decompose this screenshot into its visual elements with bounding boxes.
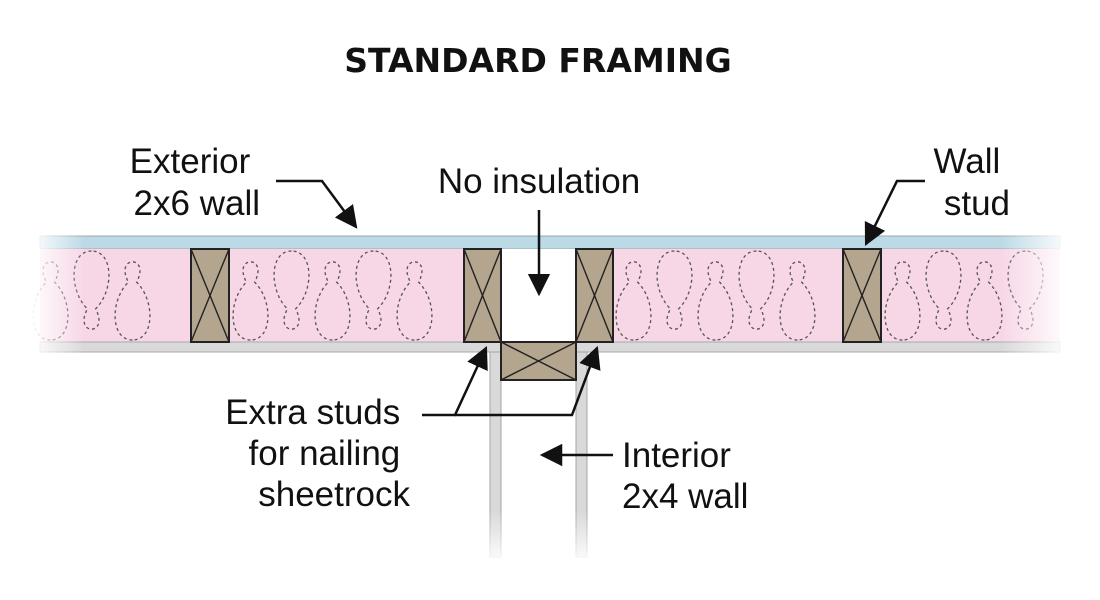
exterior-wall-label: Exterior 2x6 wall <box>130 142 260 223</box>
interior-wall-top-plate <box>500 341 577 381</box>
extra-stud-left <box>463 248 502 343</box>
right-fade <box>1000 230 1070 360</box>
insulation-loop <box>396 261 433 341</box>
exterior-wall <box>32 235 1061 353</box>
insulation-loop <box>273 250 310 330</box>
insulation-loop <box>779 261 816 341</box>
wall-stud-label: Wall stud <box>934 142 1011 223</box>
exterior-wall-arrow <box>276 179 358 229</box>
extra-stud-right <box>575 248 614 343</box>
no-insulation-label: No insulation <box>438 162 640 201</box>
insulation-loop <box>656 250 693 330</box>
insulation-loop <box>884 261 921 341</box>
insulation-loop <box>925 250 962 330</box>
extra-studs-arrow-right <box>455 345 601 417</box>
left-fade <box>30 230 85 360</box>
extra-studs-arrow-left <box>422 345 488 417</box>
extra-studs-label: Extra studs for nailing sheetrock <box>225 393 410 514</box>
wall-stud <box>190 248 230 343</box>
insulation-loop <box>114 261 151 341</box>
diagram-title: STANDARD FRAMING <box>344 41 731 80</box>
bottom-fade <box>480 510 600 565</box>
wall-stud-arrow <box>864 179 925 247</box>
insulation-loop <box>697 261 734 341</box>
insulation-loop <box>615 261 652 341</box>
insulation-loop <box>966 261 1003 341</box>
exterior-sheathing <box>39 235 1061 250</box>
insulation-loop <box>738 250 775 330</box>
interior-wall-label: Interior 2x4 wall <box>622 436 748 516</box>
insulation-loop <box>232 261 269 341</box>
wall-studs <box>190 248 882 343</box>
insulation-loop <box>355 250 392 330</box>
insulation-loop <box>314 261 351 341</box>
wall-stud <box>842 248 882 343</box>
